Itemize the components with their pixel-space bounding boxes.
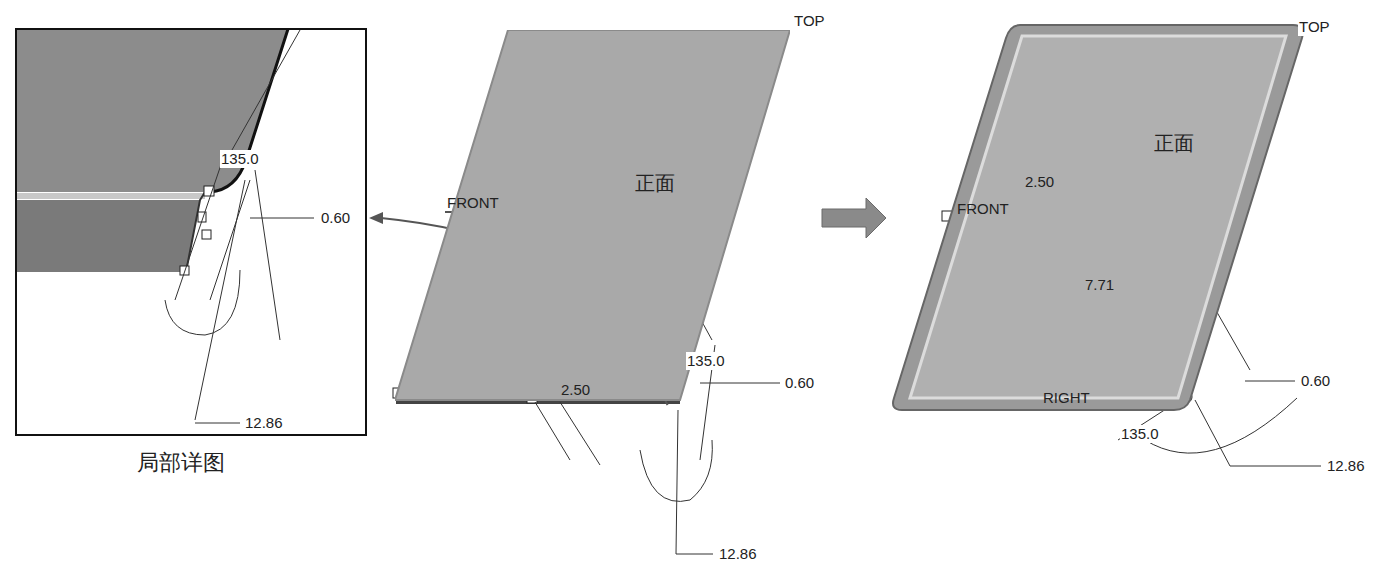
face-label: 正面 <box>1154 130 1194 157</box>
plate-face <box>910 36 1286 398</box>
detail-dimension-lines <box>165 30 314 423</box>
detail-flange <box>16 200 200 272</box>
arrowhead <box>369 212 383 224</box>
view-caption: 局部详图 <box>137 448 225 478</box>
face-label: 正面 <box>635 170 675 197</box>
detail-surface <box>16 29 288 192</box>
dimension-value: 0.60 <box>1300 372 1331 390</box>
datum-name: TOP <box>793 12 826 30</box>
dimension-value: 12.86 <box>718 545 758 563</box>
handle <box>180 266 189 275</box>
dimension-value: 0.60 <box>320 209 351 227</box>
datum-name: RIGHT <box>1042 389 1091 407</box>
block-arrow <box>822 198 886 238</box>
dimension-value: 135.0 <box>686 352 726 370</box>
connector-arrow <box>822 198 886 238</box>
dimension-value: 2.50 <box>560 381 591 399</box>
dimension-value: 12.86 <box>244 414 284 432</box>
dimension-value: 2.50 <box>1024 173 1055 191</box>
datum-name: FRONT <box>956 200 1010 218</box>
dimension-value: 0.60 <box>784 374 815 392</box>
detail-edge <box>210 29 288 192</box>
dimension-value: 135.0 <box>1120 425 1160 443</box>
detail-band <box>16 193 205 199</box>
dimension-value: 12.86 <box>1326 457 1366 475</box>
detail-view: 局部详图 <box>15 28 367 436</box>
plate-face <box>395 30 790 400</box>
dimension-value: 135.0 <box>220 150 260 168</box>
plate-outline <box>395 30 790 405</box>
dimension-value: 7.71 <box>1084 276 1115 294</box>
datum-name: TOP <box>1298 18 1331 36</box>
handle <box>202 230 211 239</box>
plate-rim <box>893 25 1303 410</box>
datum-name: FRONT <box>446 194 500 212</box>
sheet-plate: 正面 <box>888 22 1308 414</box>
plate-outline <box>888 22 1308 414</box>
sheet-plate: 正面 <box>395 30 790 405</box>
